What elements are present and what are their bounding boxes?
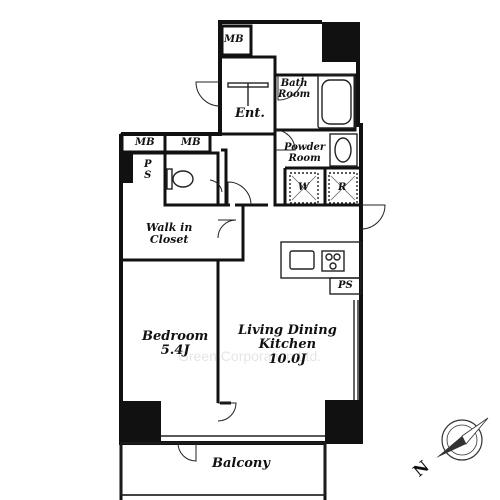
ps-kitchen-label: PS bbox=[338, 280, 353, 291]
washer-box bbox=[289, 172, 319, 204]
walk-in-closet-label: Walk in Closet bbox=[146, 221, 193, 247]
ldk-name-1: Living Dining bbox=[238, 323, 337, 338]
fridge-hatch bbox=[330, 175, 356, 201]
mb-top-label: MB bbox=[224, 34, 244, 45]
ps-kitchen-box bbox=[329, 277, 362, 295]
bathroom-label: Bath Room bbox=[278, 78, 310, 100]
mb-closets bbox=[120, 133, 212, 154]
balcony-label: Balcony bbox=[212, 456, 270, 471]
door-entrance bbox=[195, 81, 221, 107]
bedroom-label: Bedroom 5.4J bbox=[142, 329, 209, 359]
burner-1 bbox=[325, 253, 333, 261]
toilet-tank bbox=[166, 168, 173, 190]
ps-left-label: P S bbox=[144, 159, 152, 181]
ps-left-label-p: P bbox=[144, 159, 152, 170]
entrance-label: Ent. bbox=[235, 106, 265, 121]
powder-room-label-line2: Room bbox=[288, 153, 321, 164]
door-bathroom bbox=[277, 74, 304, 101]
door-closet bbox=[217, 219, 237, 239]
door-toilet bbox=[209, 179, 223, 193]
door-bedroom bbox=[217, 402, 237, 422]
door-powder bbox=[274, 129, 296, 151]
compass bbox=[436, 417, 489, 461]
bathroom-label-line1: Bath bbox=[280, 78, 308, 89]
ldk-name-2: Kitchen bbox=[258, 337, 317, 353]
burner-3 bbox=[329, 262, 337, 270]
burner-2 bbox=[333, 253, 341, 261]
bathtub bbox=[317, 74, 356, 129]
kitchen-counter bbox=[280, 241, 362, 279]
washer-label: W bbox=[298, 182, 310, 193]
ps-left-label-s: S bbox=[144, 169, 152, 181]
sink bbox=[289, 250, 315, 270]
mb-left-2-label: MB bbox=[181, 137, 201, 148]
pillar-top-right bbox=[322, 22, 358, 62]
compass-ring-inner bbox=[446, 424, 478, 456]
bedroom-name: Bedroom bbox=[142, 329, 209, 344]
pillar-bottom-right bbox=[325, 400, 361, 444]
bedroom-size: 5.4J bbox=[160, 343, 190, 359]
toilet-bowl bbox=[172, 170, 194, 188]
basin bbox=[334, 137, 352, 163]
washer-hatch bbox=[291, 175, 317, 201]
walk-in-closet-label-line2: Closet bbox=[149, 233, 189, 247]
door-hall bbox=[227, 181, 252, 206]
walk-in-closet-label-line1: Walk in bbox=[146, 221, 193, 234]
stove bbox=[321, 250, 345, 272]
pillar-bottom-left bbox=[121, 401, 161, 443]
basin-counter bbox=[329, 133, 358, 167]
bathroom-label-line2: Room bbox=[278, 89, 311, 100]
mb-left-1-label: MB bbox=[135, 137, 155, 148]
watermark: Green Corporation Ltd. bbox=[178, 348, 322, 364]
ldk-label: Living Dining Kitchen 10.0J bbox=[238, 323, 337, 367]
fridge-box bbox=[328, 172, 358, 204]
refrigerator-label: R bbox=[338, 182, 347, 193]
door-balcony bbox=[177, 442, 197, 462]
bathtub-inner bbox=[321, 79, 352, 125]
powder-room-label: Powder Room bbox=[284, 142, 325, 164]
door-ldk-side bbox=[360, 204, 386, 230]
powder-room-label-line1: Powder bbox=[284, 142, 326, 153]
mb-top-box bbox=[220, 24, 253, 57]
compass-needle-light bbox=[461, 417, 489, 445]
ldk-size: 10.0J bbox=[268, 351, 307, 367]
ps-left-solid bbox=[121, 151, 133, 183]
compass-ring bbox=[441, 419, 483, 461]
